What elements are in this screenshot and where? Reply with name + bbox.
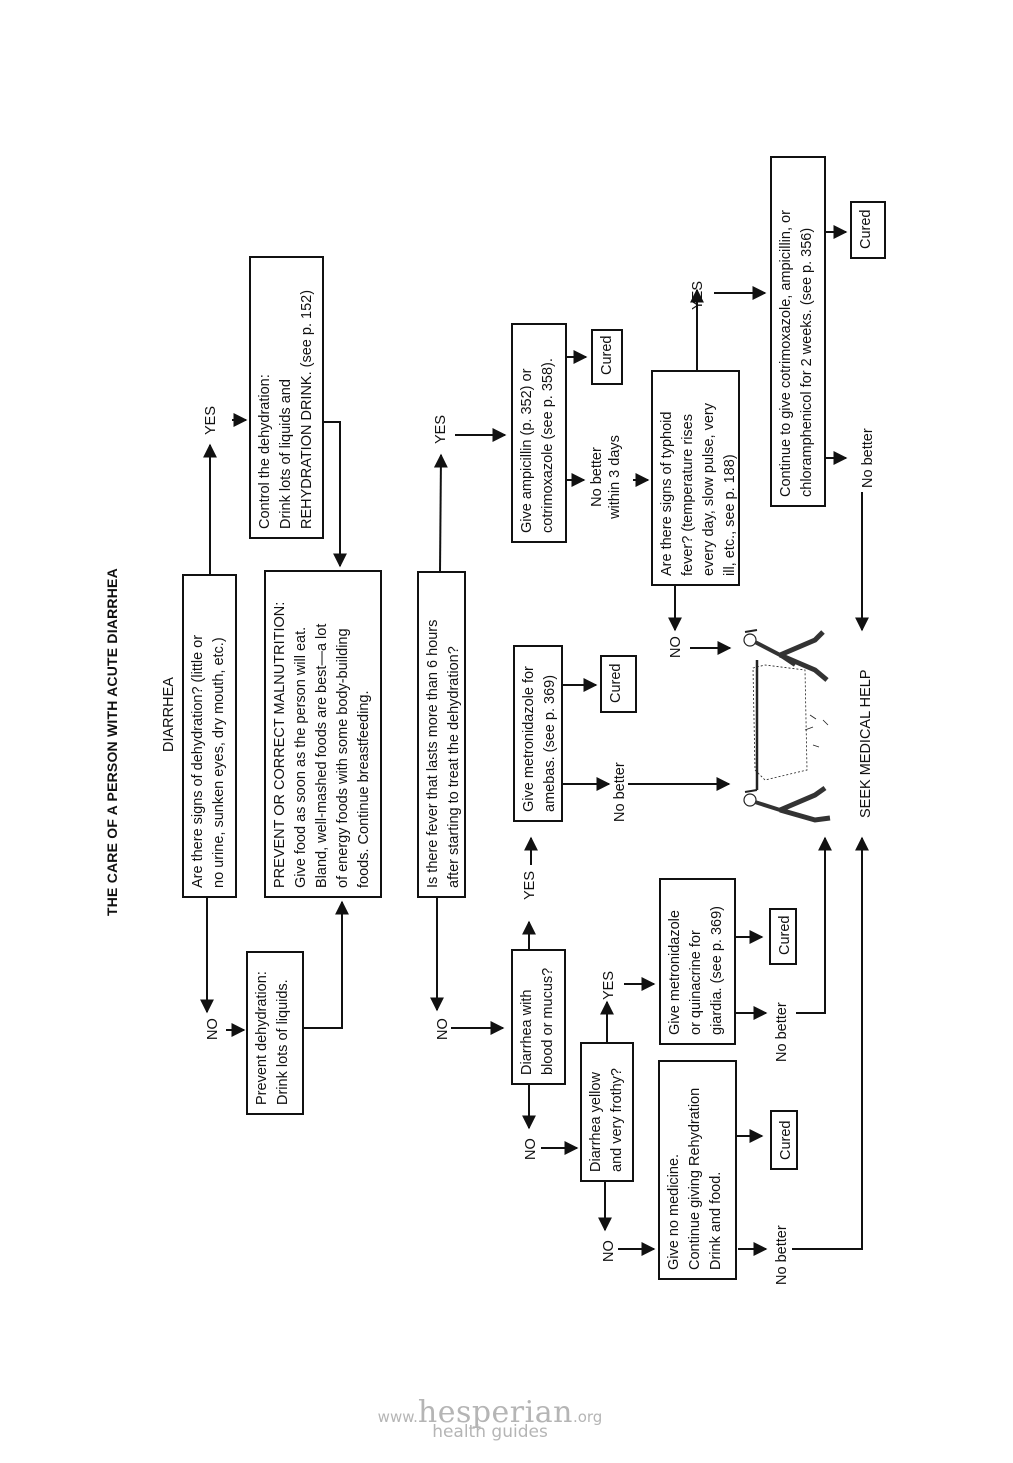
label-no: NO [435,1018,451,1040]
page-title: THE CARE OF A PERSON WITH ACUTE DIARRHEA [104,568,120,916]
label-yes: YES [433,414,449,444]
node-yellow-question: Diarrhea yellow and very frothy? [580,1042,634,1182]
node-ampicillin: Give ampicillin (p. 352) or cotrimoxazol… [511,323,567,543]
node-no-medicine: Give no medicine. Continue giving Rehydr… [658,1060,737,1280]
label-no: NO [205,1018,221,1040]
arrow-nomedicine-nobetter-to-seek [792,836,869,1250]
label-no: NO [523,1138,539,1160]
node-dehydration-question: Are there signs of dehydration? (little … [182,574,237,898]
node-typhoid-question: Are there signs of typhoid fever? (tempe… [651,370,740,586]
arrow-prevent-to-malnutrition [303,900,349,1029]
cured-box: Cured [770,1110,798,1170]
watermark-subtitle: health guides [432,1422,548,1442]
node-seek-medical-help: SEEK MEDICAL HELP [858,669,874,818]
arrow-giardia-nobetter-to-seek [796,836,832,1014]
start-label: DIARRHEA [161,677,177,752]
node-blood-question: Diarrhea with blood or mucus? [511,949,566,1085]
label-no: NO [668,636,684,658]
watermark-www: www. [377,1408,418,1426]
label-no-better: No better [774,1225,790,1285]
stretcher-bearers-illustration [743,629,831,823]
arrow-control-to-malnutrition [322,421,347,568]
label-yes: YES [522,870,538,900]
cured-box: Cured [591,329,623,385]
label-yes: YES [601,970,617,1000]
hesperian-watermark: www.hesperian.org health guides [360,1395,620,1442]
label-no-better: No better [612,762,628,822]
node-metronidazole-amebas: Give metronidazole for amebas. (see p. 3… [513,645,563,822]
node-control-dehydration: Control the dehydration: Drink lots of l… [249,256,324,539]
cured-box: Cured [850,201,886,259]
label-yes: YES [203,405,219,435]
watermark-tld: .org [572,1408,603,1426]
node-continue-antibiotics: Continue to give cotrimoxazole, ampicill… [770,156,826,507]
node-giardia: Give metronidazole or quinacrine for gia… [659,878,736,1045]
arrow-fever-yes [433,453,448,573]
label-no: NO [601,1240,617,1262]
node-fever-question: Is there fever that lasts more than 6 ho… [417,571,466,898]
label-no-better-3-days: No better within 3 days [589,435,623,519]
cured-box: Cured [600,655,637,713]
node-malnutrition: PREVENT OR CORRECT MALNUTRITION: Give fo… [264,570,382,898]
cured-box: Cured [769,908,797,965]
label-yes: YES [690,280,706,310]
label-no-better: No better [860,428,876,488]
label-no-better: No better [774,1002,790,1062]
watermark-brand: hesperian [417,1395,573,1430]
node-prevent-dehydration: Prevent dehydration: Drink lots of liqui… [246,951,304,1115]
